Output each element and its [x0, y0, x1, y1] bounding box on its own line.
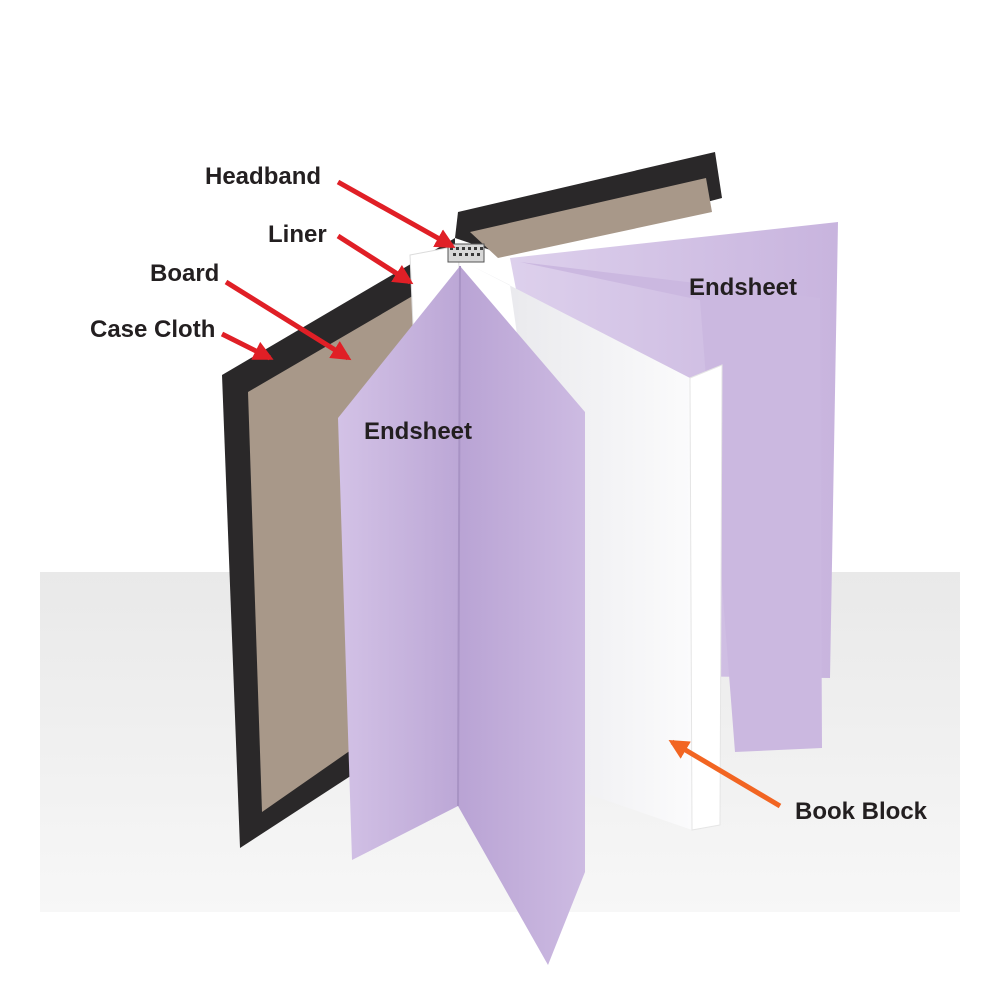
headband-arrow [336, 179, 456, 249]
liner-label: Liner [268, 221, 327, 248]
board-arrow [224, 279, 352, 361]
endsheet-right-label: Endsheet [689, 274, 798, 301]
board-back [470, 178, 712, 258]
book-block-arrow [668, 739, 782, 809]
endsheet-left-leaf-a [338, 266, 460, 860]
endsheet-fold [457, 265, 461, 807]
liner-arrow [336, 233, 414, 285]
endsheet-left-leaf-b [458, 266, 585, 965]
headband-label: Headband [205, 163, 322, 190]
book-block-edge [689, 364, 723, 831]
headband-pattern [450, 247, 483, 256]
case-cloth-label: Case Cloth [90, 316, 216, 343]
endsheet-left-label: Endsheet [364, 418, 473, 445]
book-block-label: Book Block [795, 798, 928, 825]
board-label: Board [150, 260, 220, 287]
case-cloth-arrow [220, 331, 274, 361]
endsheet-right-front [520, 262, 822, 752]
